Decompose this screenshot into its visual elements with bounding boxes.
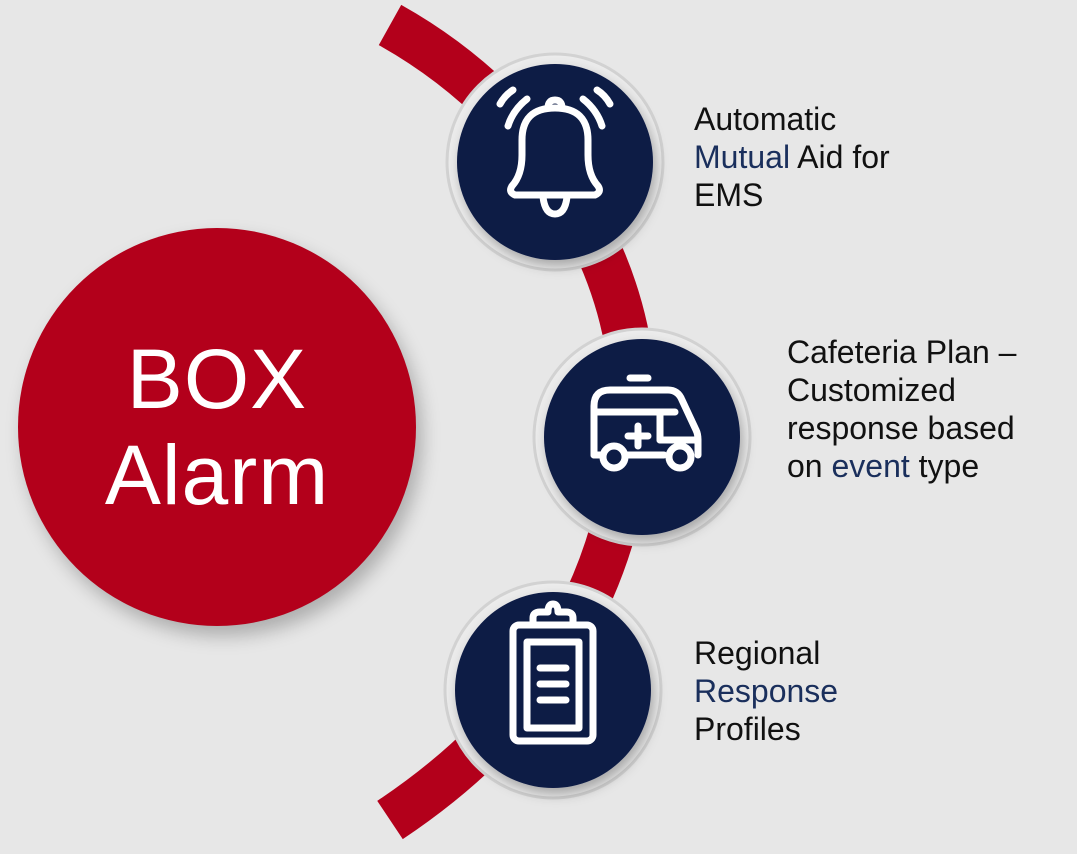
feature-line: Customized — [787, 371, 1016, 409]
feature-line: EMS — [694, 176, 890, 214]
text-segment: type — [909, 448, 980, 484]
text-segment: Automatic — [694, 101, 837, 137]
bell-node — [445, 52, 665, 272]
text-segment: Cafeteria Plan – — [787, 334, 1017, 370]
clipboard-icon — [509, 600, 597, 745]
feature-line: Automatic — [694, 100, 890, 138]
text-segment: Customized — [787, 372, 956, 408]
feature-line: on event type — [787, 447, 1016, 485]
text-segment: EMS — [694, 177, 764, 213]
feature-line: response based — [787, 409, 1016, 447]
title-line-1: BOX — [126, 332, 308, 426]
ambulance-icon — [590, 374, 702, 472]
title-line-2: Alarm — [104, 428, 330, 522]
text-segment: Profiles — [694, 711, 801, 747]
highlight-word: Mutual — [694, 139, 791, 175]
clipboard-node — [443, 580, 663, 800]
ambulance-node — [532, 327, 752, 547]
highlight-word: Response — [694, 673, 839, 709]
feature-line: Response — [694, 672, 838, 710]
feature-line: Profiles — [694, 710, 838, 748]
feature-line: Regional — [694, 634, 838, 672]
bell-icon — [496, 86, 614, 218]
text-segment: on — [787, 448, 832, 484]
text-segment: Regional — [694, 635, 821, 671]
clipboard-badge — [455, 592, 651, 788]
text-segment: response based — [787, 410, 1015, 446]
bell-badge — [457, 64, 653, 260]
highlight-word: event — [831, 448, 910, 484]
main-title-circle: BOX Alarm — [18, 228, 416, 626]
feature-line: Cafeteria Plan – — [787, 333, 1016, 371]
text-segment: Aid for — [790, 139, 890, 175]
feature-line: Mutual Aid for — [694, 138, 890, 176]
